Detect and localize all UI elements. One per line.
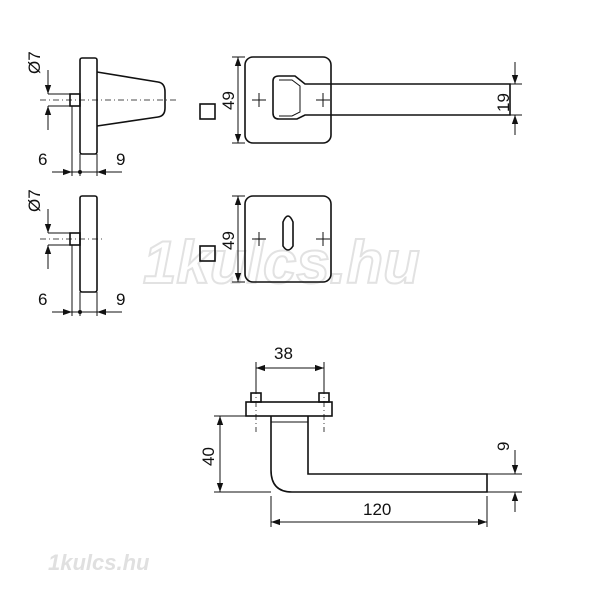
watermark-corner: 1kulcs.hu: [48, 550, 150, 575]
dim-left-top: 6: [38, 150, 47, 169]
dim-lever-height: 19: [494, 93, 513, 112]
dim-right-top: 9: [116, 150, 125, 169]
dim-projection: 40: [199, 447, 218, 466]
dim-thickness: 9: [494, 442, 513, 451]
dim-rose-height-bottom: 49: [219, 231, 238, 250]
watermark-center: 1kulcs.hu: [143, 229, 420, 296]
side-view-top: Ø7 6 9: [25, 51, 178, 176]
front-view-bottom: 49: [199, 195, 332, 283]
dim-diameter-top: Ø7: [25, 51, 44, 74]
front-view-top: 49 19: [199, 56, 522, 144]
dim-left-bottom: 6: [38, 290, 47, 309]
dim-right-bottom: 9: [116, 290, 125, 309]
lever-top-view: 38 40 120 9: [199, 344, 522, 527]
side-view-bottom: Ø7 6 9: [25, 189, 125, 316]
dim-diameter-bottom: Ø7: [25, 189, 44, 212]
dim-rose-height-top: 49: [219, 91, 238, 110]
dim-length: 120: [363, 500, 391, 519]
dim-rose-width: 38: [274, 344, 293, 363]
